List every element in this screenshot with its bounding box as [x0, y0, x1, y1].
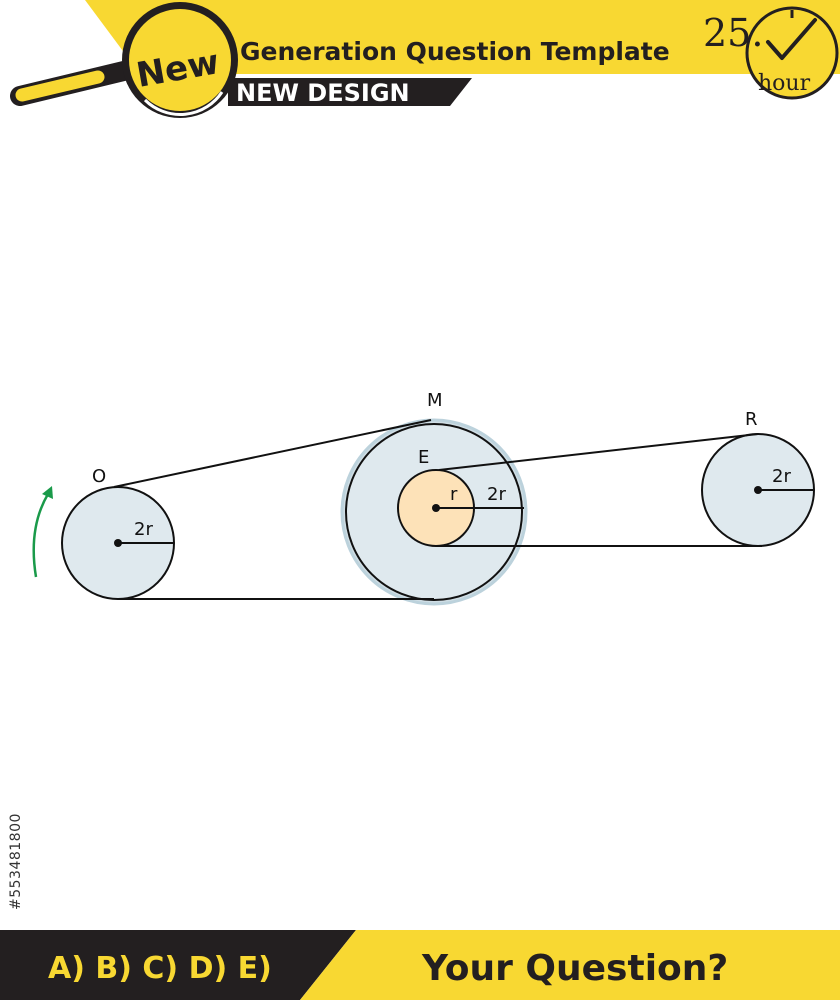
label-r: R: [745, 409, 758, 430]
radius-label-m-outer: 2r: [487, 484, 506, 505]
subtitle-bar: [228, 78, 472, 106]
label-m: M: [427, 390, 443, 411]
rotation-arrow-icon: [32, 493, 50, 578]
footer-dark-band: [0, 930, 356, 1000]
timer-value: 25.: [703, 11, 763, 55]
question-placeholder: Your Question?: [421, 948, 728, 989]
header-subtitle: NEW DESIGN: [236, 79, 410, 107]
center-m: [432, 504, 440, 512]
label-e: E: [418, 447, 429, 468]
footer-yellow-band: [300, 930, 840, 1000]
rotation-arrowhead: [42, 486, 53, 499]
timer-badge: [745, 6, 839, 100]
center-r: [754, 486, 762, 494]
header: NEW DESIGN Generation Question Template …: [10, 0, 840, 118]
radius-label-r: 2r: [772, 466, 791, 487]
stock-image-id: #553481800: [8, 813, 24, 910]
magnifier-icon: [10, 2, 238, 118]
belt-o-m-top: [113, 419, 432, 488]
header-yellow-band: [85, 0, 840, 74]
radius-label-e: r: [450, 484, 458, 505]
header-title: Generation Question Template: [240, 37, 670, 66]
footer: A) B) C) D) E) Your Question?: [0, 930, 840, 1000]
pulley-diagram: O M E R 2r r 2r 2r: [32, 390, 815, 606]
label-o: O: [92, 466, 106, 487]
answer-choices: A) B) C) D) E): [48, 951, 272, 986]
timer-unit: hour: [758, 71, 811, 96]
center-o: [114, 539, 122, 547]
belt-e-r-top: [438, 433, 759, 471]
checkmark-icon: [766, 18, 817, 60]
radius-label-o: 2r: [134, 519, 153, 540]
